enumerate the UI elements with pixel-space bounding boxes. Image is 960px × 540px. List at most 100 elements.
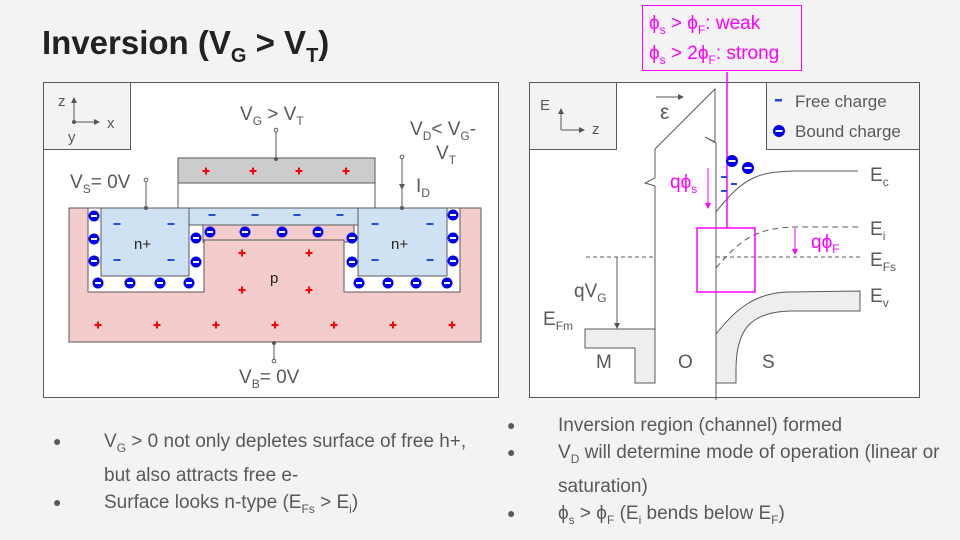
bound-charge-icon <box>190 232 202 244</box>
bound-charge-icon <box>312 226 324 238</box>
free-charge-icon <box>167 259 175 261</box>
positive-charge-icon <box>295 167 303 175</box>
drain-nplus-label: n+ <box>391 236 408 253</box>
axis-x-label: x <box>107 115 115 132</box>
axis-e-label: E <box>540 97 550 114</box>
axis-z-label: z <box>58 93 66 110</box>
bound-charge-icon <box>410 277 422 289</box>
bound-charge-icon <box>346 256 358 268</box>
legend-bound-label: Bound charge <box>795 122 901 141</box>
weak-inversion-line: ϕs > ϕF: weak <box>649 13 761 37</box>
charge-marks <box>88 167 459 329</box>
body-voltage-label: VB= 0V <box>239 367 300 391</box>
strong-inversion-line: ϕs > 2ϕF: strong <box>649 43 780 67</box>
bound-charge-icon <box>276 226 288 238</box>
bound-charge-icon <box>190 256 202 268</box>
drain-nplus <box>357 207 448 277</box>
efs-label: EFs <box>870 250 896 274</box>
bullet-item: Inversion region (channel) formed <box>507 412 947 439</box>
bound-charge-icon <box>447 209 459 221</box>
legend-free-label: Free charge <box>795 92 887 111</box>
efm-label: EFm <box>543 309 573 333</box>
drain-voltage-label: VD< VG- <box>410 119 476 143</box>
bound-charge-icon <box>88 210 100 222</box>
positive-charge-icon <box>153 321 161 329</box>
interface-charges <box>721 155 754 192</box>
positive-charge-icon <box>238 249 246 257</box>
ev-label: Ev <box>870 286 889 310</box>
free-charge-icon <box>336 214 344 216</box>
positive-charge-icon <box>389 321 397 329</box>
qphis-label: qϕs <box>670 172 697 196</box>
bound-charge-icon <box>204 226 216 238</box>
bullet-item: VG > 0 not only depletes surface of free… <box>53 428 483 489</box>
bound-charge-icon <box>382 277 394 289</box>
band-diagram: E z Free charge Bound charge ε qVG EFm <box>529 72 920 400</box>
band-axes-box <box>529 82 617 150</box>
positive-charge-icon <box>305 249 313 257</box>
drain-current-label: ID <box>416 176 430 200</box>
bullet-item: Surface looks n-type (EFs > Ei) <box>53 489 483 523</box>
legend-box <box>766 82 920 150</box>
bound-charge-icon <box>124 277 136 289</box>
xyz-axes-icon: z x y <box>58 93 115 146</box>
free-charge-icon <box>293 214 301 216</box>
ec-label: Ec <box>870 165 889 189</box>
right-bullets: Inversion region (channel) formed VD wil… <box>507 412 947 534</box>
semiconductor-label: S <box>762 352 775 373</box>
axes-box <box>43 82 131 150</box>
free-charge-icon <box>426 259 434 261</box>
inversion-channel <box>188 207 360 226</box>
field-symbol: ε <box>660 101 669 124</box>
bound-charge-icon <box>239 226 251 238</box>
band-axis-z-label: z <box>592 121 600 138</box>
positive-charge-icon <box>342 167 350 175</box>
gate-oxide <box>177 182 376 209</box>
bound-charge-icon <box>346 232 358 244</box>
free-charge-icon <box>208 214 216 216</box>
gate-metal <box>177 157 376 184</box>
source-nplus-label: n+ <box>134 236 151 253</box>
axis-y-label: y <box>68 129 76 146</box>
positive-charge-icon <box>94 321 102 329</box>
positive-charge-icon <box>212 321 220 329</box>
source-terminal <box>143 177 149 210</box>
mosfet-diagram: z x y n+ n+ p VG > VT <box>43 82 499 398</box>
gate-voltage-label: VG > VT <box>240 104 304 128</box>
bullet-item: VD will determine mode of operation (lin… <box>507 439 947 500</box>
drain-terminal <box>399 154 405 210</box>
body-terminal <box>271 341 277 364</box>
free-charge-icon <box>371 223 379 225</box>
metal-fermi <box>584 328 656 384</box>
positive-charge-icon <box>271 321 279 329</box>
slide-title: Inversion (VG > VT) <box>42 24 330 67</box>
ei-label: Ei <box>870 219 885 243</box>
drain-voltage-label-line2: VT <box>436 143 457 167</box>
positive-charge-icon <box>202 167 210 175</box>
ec-band <box>715 170 858 213</box>
oxide-left-edge <box>643 149 656 380</box>
bound-charge-icon <box>353 277 365 289</box>
bound-charge-icon <box>88 233 100 245</box>
positive-charge-icon <box>448 321 456 329</box>
inversion-highlight-box <box>696 227 756 293</box>
bound-charge-icon <box>88 255 100 267</box>
source-nplus <box>100 207 190 277</box>
metal-label: M <box>596 352 612 373</box>
free-charge-icon <box>113 223 121 225</box>
bound-charge-icon <box>183 277 195 289</box>
left-bullets: VG > 0 not only depletes surface of free… <box>53 428 483 523</box>
bullet-item: ϕs > ϕF (Ei bends below EF) <box>507 500 947 534</box>
positive-charge-icon <box>249 167 257 175</box>
positive-charge-icon <box>238 286 246 294</box>
free-charge-icon <box>775 99 782 102</box>
free-charge-icon <box>251 214 259 216</box>
free-charge-icon <box>167 223 175 225</box>
free-charge-icon <box>113 259 121 261</box>
gate-terminal <box>273 127 279 161</box>
oxide-conduction-edge <box>654 87 717 400</box>
ev-band <box>715 290 861 384</box>
bound-charge-icon <box>92 277 104 289</box>
oxide-label: O <box>678 352 693 373</box>
